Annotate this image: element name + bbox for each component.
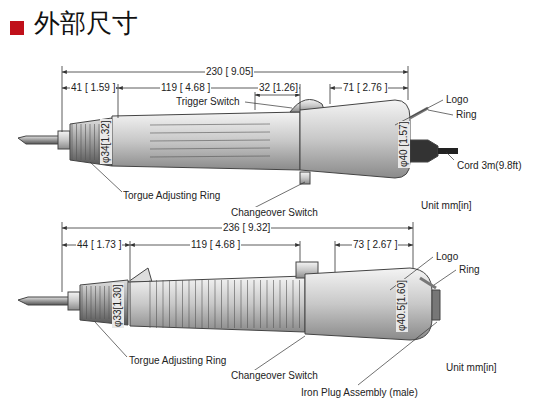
knurl-stroke xyxy=(150,132,270,133)
dimension-label: Ring xyxy=(455,109,478,121)
knurl-stroke xyxy=(208,280,209,328)
screwdriver-top xyxy=(18,100,458,185)
dimension-lines xyxy=(62,66,413,292)
title-bullet xyxy=(10,21,24,35)
diameter-label: φ40 [1.57] xyxy=(398,121,410,168)
knurl-stroke xyxy=(72,124,73,160)
knurl-stroke xyxy=(228,280,229,328)
leader-lines xyxy=(90,100,456,385)
knurl-stroke xyxy=(280,280,281,328)
knurl-stroke xyxy=(91,286,92,319)
knurl-stroke xyxy=(150,280,151,328)
dimension-label: Iron Plug Assembly (male) xyxy=(300,387,419,399)
dimension-label: 119 [ 4.68 ] xyxy=(160,82,211,94)
knurl-stroke xyxy=(150,156,270,157)
diameter-label: φ40.5[1.60] xyxy=(396,279,408,332)
knurl-stroke xyxy=(215,280,216,328)
knurl-stroke xyxy=(76,124,77,160)
knurl-stroke xyxy=(273,280,274,328)
knurl-stroke xyxy=(221,280,222,328)
knurl-stroke xyxy=(163,280,164,328)
dimension-label: 41 [ 1.59 ] xyxy=(70,82,116,94)
knurl-stroke xyxy=(95,286,96,319)
dimension-label: Logo xyxy=(435,251,459,263)
knurl-stroke xyxy=(176,280,177,328)
knurl-stroke xyxy=(85,124,86,160)
dimension-label: 119 [ 4.68 ] xyxy=(190,239,241,251)
knurl-stroke xyxy=(254,280,255,328)
knurl-stroke xyxy=(247,280,248,328)
dimension-label: Torgue Adjusting Ring xyxy=(128,355,227,367)
knurl-stroke xyxy=(150,124,270,125)
dimension-label: 32 [1.26] xyxy=(258,82,299,94)
screwdriver-bottom xyxy=(18,262,440,340)
dimension-label: Cord 3m(9.8ft) xyxy=(456,160,522,172)
knurl-stroke xyxy=(241,280,242,328)
dimension-label: Changeover Switch xyxy=(230,370,319,382)
title: 外部尺寸 xyxy=(34,6,138,40)
dimension-label: 230 [ 9.05] xyxy=(205,66,254,78)
knurl-stroke xyxy=(299,280,300,328)
knurl-stroke xyxy=(104,286,105,319)
knurl-stroke xyxy=(156,280,157,328)
knurl-stroke xyxy=(293,280,294,328)
dimension-label: Ring xyxy=(458,264,481,276)
knurl-stroke xyxy=(150,140,270,141)
knurl-stroke xyxy=(189,280,190,328)
dimension-label: 44 [ 1.73 ] xyxy=(76,239,122,251)
dimension-label: Torgue Adjusting Ring xyxy=(122,190,221,202)
knurl-stroke xyxy=(94,124,95,160)
dimension-label: 71 [ 2.76 ] xyxy=(342,82,388,94)
knurl-stroke xyxy=(260,280,261,328)
knurl-stroke xyxy=(195,280,196,328)
knurl-stroke xyxy=(182,280,183,328)
knurl-stroke xyxy=(234,280,235,328)
dimension-label: 236 [ 9.32] xyxy=(222,222,271,234)
knurl-stroke xyxy=(86,286,87,319)
knurl-stroke xyxy=(82,286,83,319)
knurl-stroke xyxy=(109,286,110,319)
knurl-stroke xyxy=(169,280,170,328)
knurl-stroke xyxy=(286,280,287,328)
dimension-label: Unit mm[in] xyxy=(445,362,498,374)
dimension-label: Trigger Switch xyxy=(175,96,241,108)
knurl-stroke xyxy=(150,148,270,149)
dimension-label: Changeover Switch xyxy=(230,207,319,219)
knurl-stroke xyxy=(90,124,91,160)
knurl-stroke xyxy=(81,124,82,160)
knurl-stroke xyxy=(202,280,203,328)
dimension-label: Logo xyxy=(445,94,469,106)
knurl-stroke xyxy=(100,286,101,319)
dimension-label: Unit mm[in] xyxy=(420,200,473,212)
diameter-label: φ33[1.30] xyxy=(112,283,124,328)
dimension-label: 73 [ 2.67 ] xyxy=(352,239,398,251)
diameter-label: φ34[1.32] xyxy=(100,119,112,164)
knurl-stroke xyxy=(267,280,268,328)
